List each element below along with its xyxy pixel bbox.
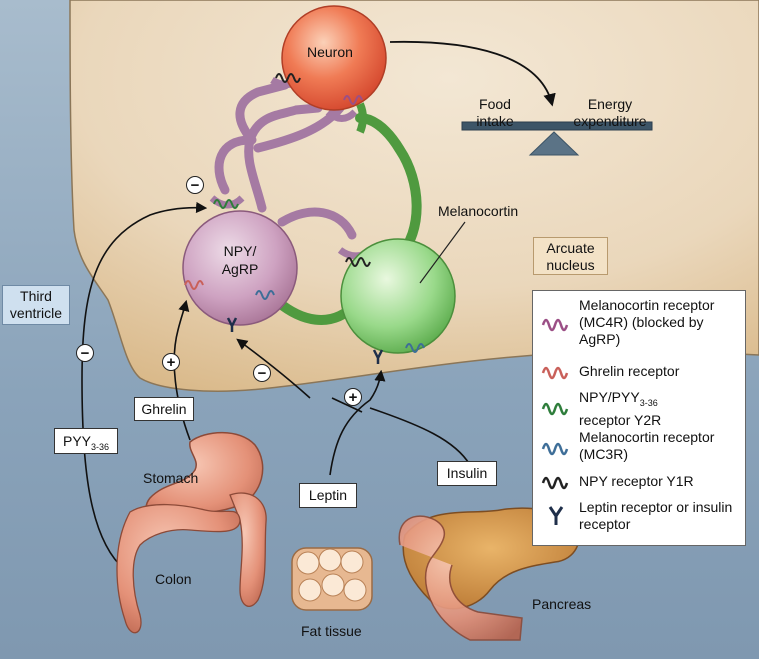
legend: Melanocortin receptor (MC4R) (blocked by… <box>532 290 746 546</box>
neuron-label: Neuron <box>307 44 353 60</box>
colon-label: Colon <box>155 571 192 587</box>
legend-text-y1r: NPY receptor Y1R <box>579 473 694 489</box>
receptor-coil-icon <box>541 476 569 490</box>
legend-y2r-rest: receptor Y2R <box>579 411 662 428</box>
receptor-coil-icon <box>541 402 569 416</box>
legend-y2r-main: NPY/PYY <box>579 389 640 405</box>
legend-item-y2r: NPY/PYY3-36 receptor Y2R <box>537 389 743 429</box>
minus-sign-pyy-npy: − <box>186 176 204 194</box>
plus-sign-ghrelin: + <box>162 353 180 371</box>
legend-text-y2r: NPY/PYY3-36 receptor Y2R <box>579 389 739 429</box>
legend-item-mc3r: Melanocortin receptor (MC3R) <box>537 429 743 467</box>
npy-label: NPY/ <box>223 243 257 259</box>
minus-sign-insulin-leptin: − <box>253 364 271 382</box>
arcuate-nucleus-box: Arcuate nucleus <box>533 237 608 275</box>
y-receptor-icon <box>548 506 564 525</box>
fat-tissue-icon <box>291 547 373 611</box>
legend-text-mc4r: Melanocortin receptor (MC4R) (blocked by… <box>579 297 715 347</box>
agrp-label: AgRP <box>221 261 259 277</box>
legend-text-mc3r: Melanocortin receptor (MC3R) <box>579 429 715 462</box>
legend-item-mc4r: Melanocortin receptor (MC4R) (blocked by… <box>537 297 743 353</box>
legend-text-leptin-insulin: Leptin receptor or insulin receptor <box>579 499 733 532</box>
plus-sign-leptin: + <box>344 388 362 406</box>
energy-expenditure-label: Energy expenditure <box>573 96 647 129</box>
melanocortin-label: Melanocortin <box>438 203 519 219</box>
legend-item-leptin-insulin: Leptin receptor or insulin receptor <box>537 499 743 539</box>
food-intake-label: Food intake <box>476 96 514 129</box>
pancreas-label: Pancreas <box>532 596 592 612</box>
insulin-box: Insulin <box>437 461 497 486</box>
legend-item-ghrelin: Ghrelin receptor <box>537 361 743 383</box>
pyy-label: PYY <box>62 433 91 449</box>
pyy-box: PYY3-36 <box>54 428 118 454</box>
minus-sign-pyy-path: − <box>76 344 94 362</box>
ghrelin-box: Ghrelin <box>134 397 194 421</box>
receptor-coil-icon <box>541 442 569 456</box>
receptor-coils <box>184 73 425 353</box>
receptor-coil-icon <box>541 318 569 332</box>
npy-agrp-label: NPY/ AgRP <box>205 242 275 278</box>
fat-tissue-label: Fat tissue <box>301 623 362 639</box>
legend-item-y1r: NPY receptor Y1R <box>537 471 743 493</box>
leptin-box: Leptin <box>299 483 357 508</box>
third-ventricle-box: Third ventricle <box>2 285 70 325</box>
pyy-subscript: 3-36 <box>91 441 110 452</box>
legend-text-ghrelin: Ghrelin receptor <box>579 363 680 379</box>
legend-y2r-sub: 3-36 <box>639 397 658 408</box>
receptor-coil-icon <box>541 366 569 380</box>
stomach-label: Stomach <box>143 470 199 486</box>
